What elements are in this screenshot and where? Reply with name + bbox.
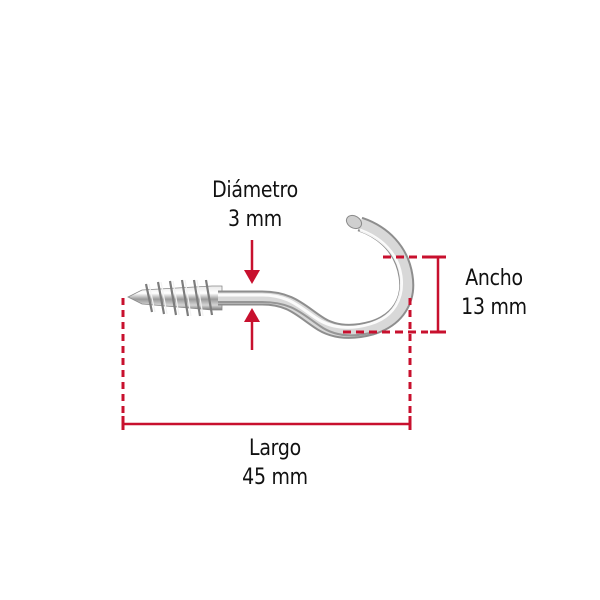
screw-hook-image bbox=[127, 214, 415, 339]
length-label-value: 45 mm bbox=[242, 465, 308, 490]
length-label: Largo 45 mm bbox=[232, 434, 318, 492]
diameter-label-title: Diámetro bbox=[212, 178, 298, 203]
length-label-title: Largo bbox=[249, 436, 301, 461]
diameter-indicator bbox=[244, 240, 260, 350]
width-label: Ancho 13 mm bbox=[451, 264, 537, 322]
width-label-value: 13 mm bbox=[461, 295, 527, 320]
width-indicator bbox=[343, 255, 446, 334]
length-indicator bbox=[121, 298, 412, 430]
diameter-label: Diámetro 3 mm bbox=[203, 176, 306, 234]
width-label-title: Ancho bbox=[465, 266, 523, 291]
diameter-label-value: 3 mm bbox=[228, 207, 282, 232]
threaded-shank bbox=[127, 279, 223, 317]
